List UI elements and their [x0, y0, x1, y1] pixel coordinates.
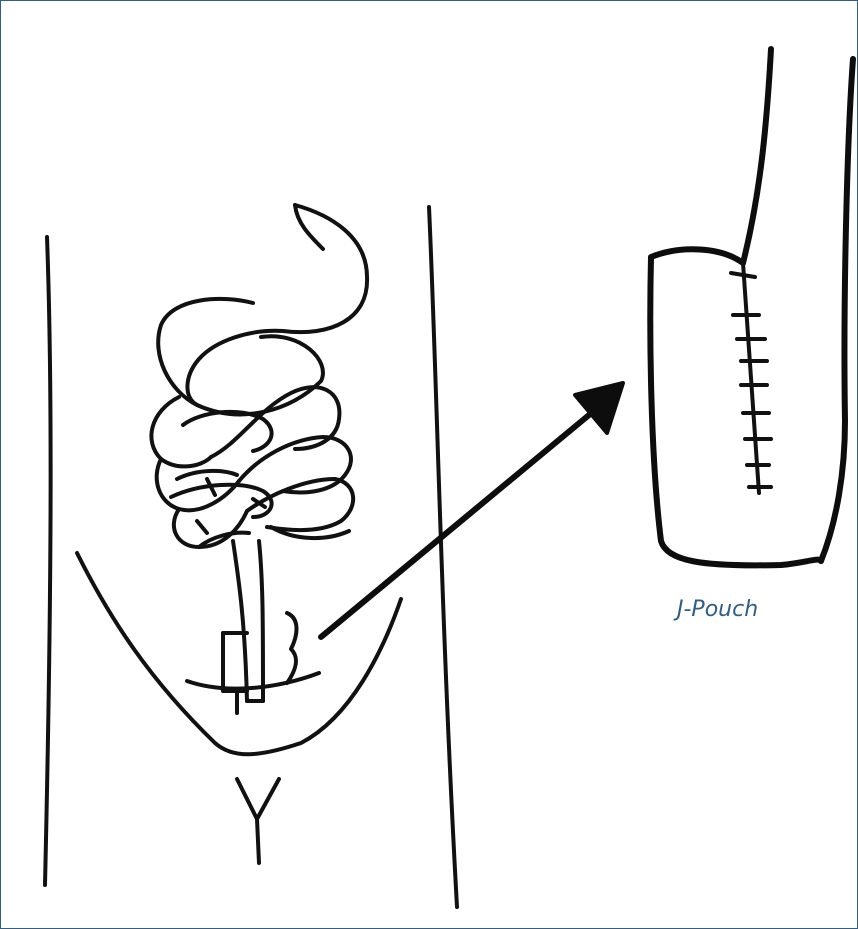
j-pouch-label: J-Pouch	[677, 597, 758, 622]
pointer-arrow	[321, 383, 623, 637]
j-pouch-detail	[650, 49, 853, 565]
small-intestine	[151, 387, 353, 547]
torso-outline	[45, 207, 457, 907]
genital-marker	[237, 779, 279, 863]
pouch-bracket	[287, 613, 297, 683]
stomach	[158, 205, 367, 414]
